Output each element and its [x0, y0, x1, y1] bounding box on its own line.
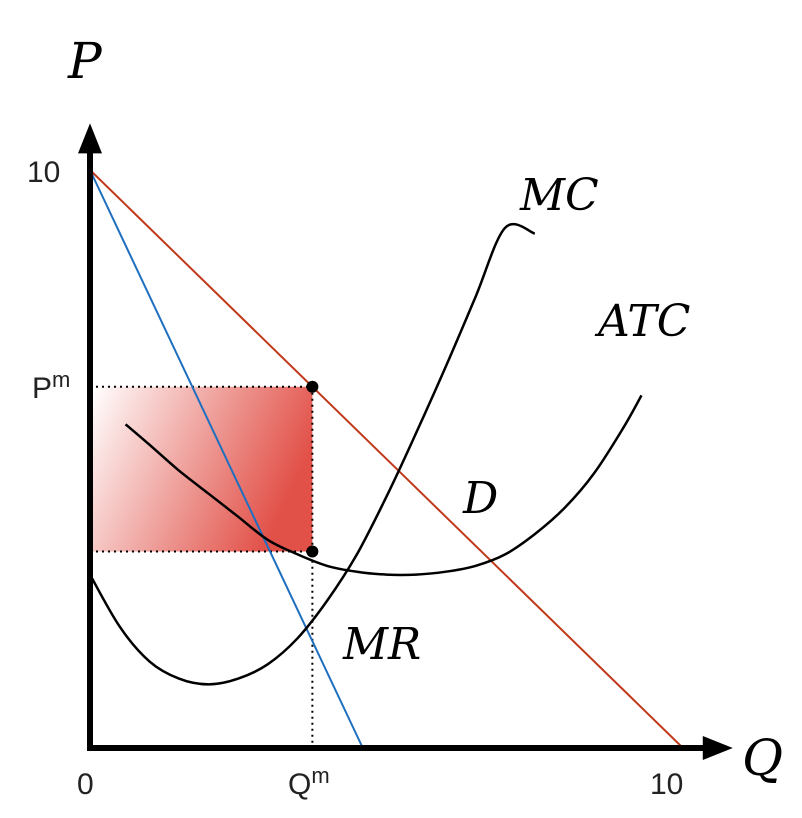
atc-label: ATC — [594, 296, 690, 347]
profit-region — [93, 386, 313, 552]
x-axis-title: Q — [742, 729, 783, 787]
mr-label: MR — [342, 619, 421, 670]
mc-label: MC — [519, 170, 599, 221]
x-axis-arrow-icon — [702, 736, 733, 760]
y-tick-label-ten: 10 — [27, 156, 60, 189]
marginal-revenue-curve — [89, 169, 364, 749]
x-tick-label-qm: Qm — [288, 763, 330, 801]
demand-curve — [89, 169, 684, 749]
y-tick-label-pm: Pm — [32, 367, 70, 405]
marginal-cost-curve — [88, 222, 536, 686]
price-point — [306, 380, 319, 393]
average-total-cost-curve — [124, 394, 643, 577]
cost-point — [306, 545, 319, 558]
y-axis-arrow-icon — [78, 123, 102, 154]
y-axis-title: P — [67, 32, 103, 90]
demand-label: D — [462, 473, 498, 524]
x-tick-label-zero: 0 — [77, 768, 94, 801]
x-tick-label-ten: 10 — [650, 768, 683, 801]
